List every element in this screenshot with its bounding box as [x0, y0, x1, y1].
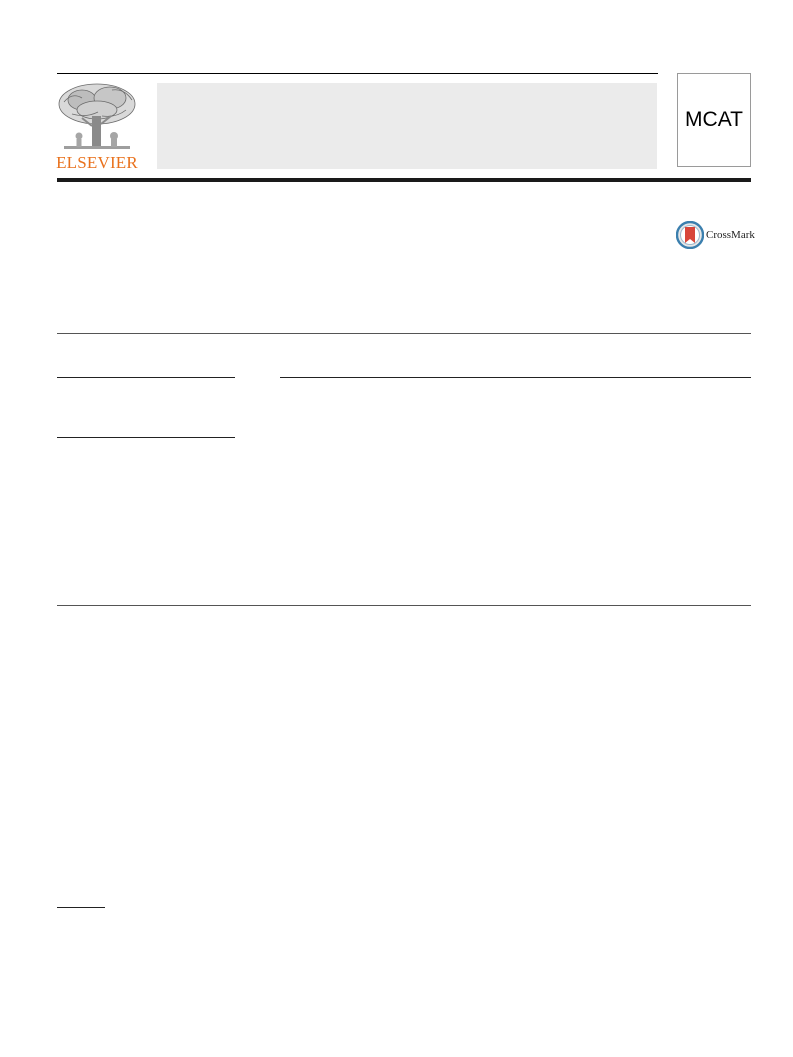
- footnote-rule: [57, 907, 105, 908]
- crossmark-label: CrossMark: [706, 229, 755, 241]
- abstract-rule: [280, 377, 751, 378]
- keywords-rule: [57, 437, 235, 438]
- crossmark-icon[interactable]: [675, 220, 705, 250]
- header-thick-rule: [57, 178, 751, 182]
- journal-cover-label: MCAT: [685, 108, 743, 131]
- header-top-rule: [57, 73, 658, 74]
- section-rule-bottom: [57, 605, 751, 606]
- journal-cover: [677, 73, 751, 167]
- journal-banner: [157, 83, 657, 169]
- section-rule-top: [57, 333, 751, 334]
- elsevier-tree-logo-icon: [52, 80, 142, 172]
- article-info-rule: [57, 377, 235, 378]
- publisher-name: ELSEVIER: [56, 153, 138, 172]
